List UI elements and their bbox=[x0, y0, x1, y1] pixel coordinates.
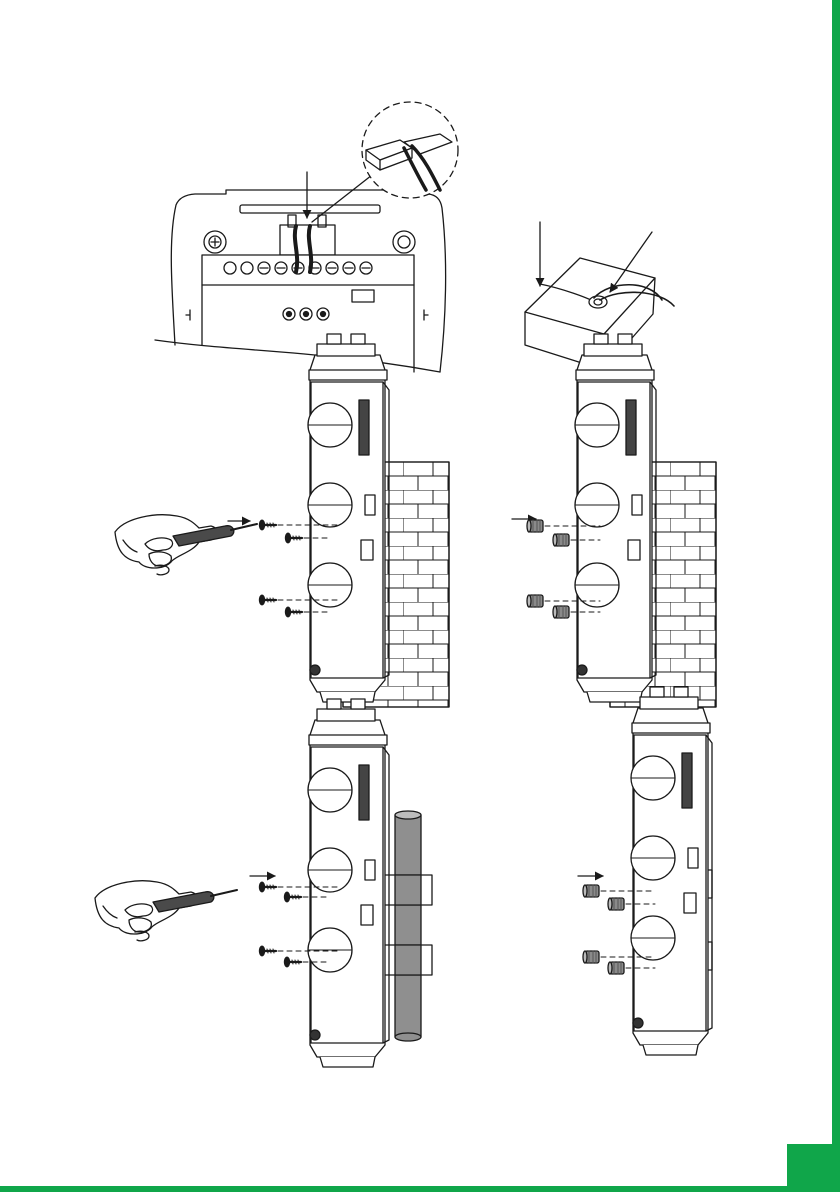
pole-mount-screw-figure bbox=[95, 699, 432, 1067]
terminal-wiring-figure bbox=[155, 102, 458, 372]
pole-mount-anchor-figure bbox=[578, 687, 712, 1055]
wall-mount-screw-figure bbox=[115, 334, 449, 707]
wall-mount-anchor-figure bbox=[512, 334, 716, 707]
page-corner-tab bbox=[787, 1144, 832, 1186]
